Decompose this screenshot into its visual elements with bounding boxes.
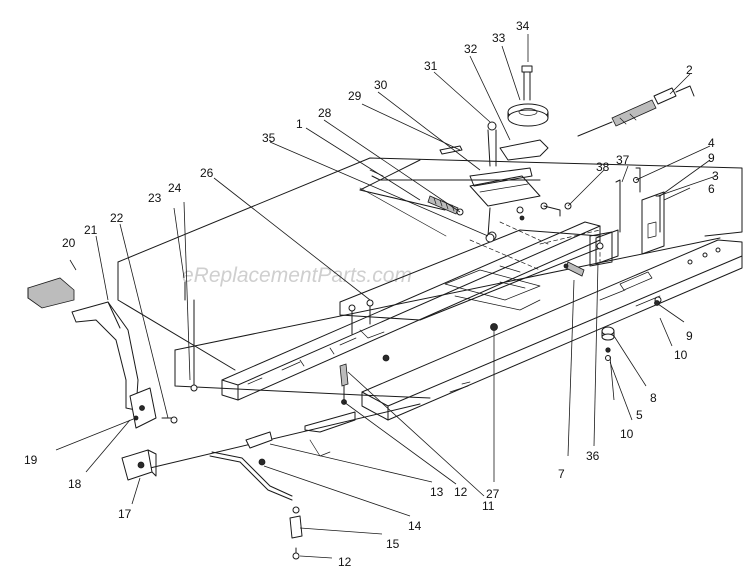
- pin-item-7: [563, 261, 585, 277]
- pedal-assembly: [27, 277, 198, 429]
- callout-3: 3: [712, 169, 719, 183]
- callout-18: 18: [68, 477, 82, 491]
- callout-5: 5: [636, 408, 643, 422]
- callout-33: 33: [492, 31, 506, 45]
- callout-17: 17: [118, 507, 132, 521]
- callout-20: 20: [62, 236, 76, 250]
- spring-items-11-12: [339, 363, 349, 405]
- callout-12-lower: 12: [338, 555, 352, 569]
- callout-27: 27: [486, 487, 500, 501]
- leader-lines: [55, 34, 717, 559]
- callout-4: 4: [708, 136, 715, 150]
- callout-37: 37: [616, 153, 630, 167]
- callout-7: 7: [558, 467, 565, 481]
- callout-1: 1: [296, 117, 303, 131]
- washers-lower-right: [601, 300, 660, 361]
- callout-19: 19: [24, 453, 38, 467]
- callout-11: 11: [482, 499, 495, 513]
- callout-14: 14: [408, 519, 422, 533]
- callout-8: 8: [650, 391, 657, 405]
- callout-21: 21: [84, 223, 98, 237]
- spring-rod-item-1: [359, 189, 464, 216]
- pulley-assembly: [487, 65, 549, 167]
- callout-34: 34: [516, 19, 530, 33]
- lower-bracket-rail: [304, 411, 356, 457]
- callout-10-lower: 10: [620, 427, 634, 441]
- callout-35: 35: [262, 131, 276, 145]
- callout-26: 26: [200, 166, 214, 180]
- rear-brackets: [589, 167, 665, 304]
- callout-28: 28: [318, 106, 332, 120]
- cable-item-2: [577, 85, 695, 137]
- bracket-item-36: [595, 179, 621, 265]
- callout-9-upper: 9: [708, 151, 715, 165]
- callout-32: 32: [464, 42, 478, 56]
- left-frame-rail: [221, 221, 601, 401]
- callout-36: 36: [586, 449, 600, 463]
- callout-15: 15: [386, 537, 400, 551]
- callout-12-upper: 12: [454, 485, 468, 499]
- callout-10-right: 10: [674, 348, 688, 362]
- bracket-item-17: [121, 449, 157, 481]
- frame-plate: [117, 157, 743, 371]
- callout-9-lower: 9: [686, 329, 693, 343]
- hardware-bolts-center: [348, 177, 639, 362]
- callout-22: 22: [110, 211, 124, 225]
- callout-30: 30: [374, 78, 388, 92]
- callout-38: 38: [596, 160, 610, 174]
- callout-24: 24: [168, 181, 182, 195]
- callout-6: 6: [708, 182, 715, 196]
- lower-frame-side: [149, 237, 721, 469]
- callout-2: 2: [686, 63, 693, 77]
- callout-31: 31: [424, 59, 438, 73]
- callout-23: 23: [148, 191, 162, 205]
- callout-29: 29: [348, 89, 362, 103]
- linkage-rod: [209, 431, 303, 560]
- callout-13: 13: [430, 485, 444, 499]
- watermark-text: eReplacementParts.com: [182, 264, 412, 287]
- callout-labels: 1 2 3 4 5 6 7 8 9 9 10 10 11 12 12 13 14…: [24, 19, 719, 569]
